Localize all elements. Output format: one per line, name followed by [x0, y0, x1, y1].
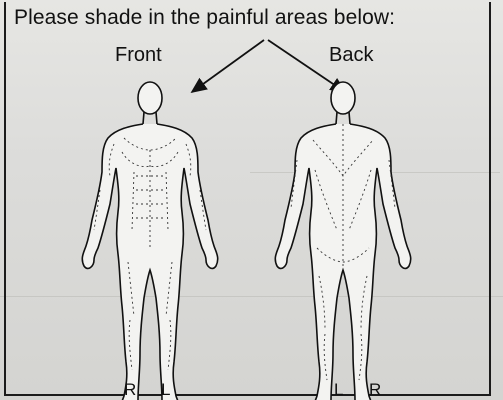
body-back-outline	[275, 82, 410, 400]
front-side-right-marker: R	[124, 380, 136, 400]
arrow-icon	[268, 40, 345, 92]
back-side-left-marker: L	[334, 380, 343, 400]
body-front-outline	[82, 82, 217, 400]
arrow-icon	[192, 40, 264, 92]
back-side-right-marker: R	[369, 380, 381, 400]
front-side-left-marker: L	[161, 380, 170, 400]
